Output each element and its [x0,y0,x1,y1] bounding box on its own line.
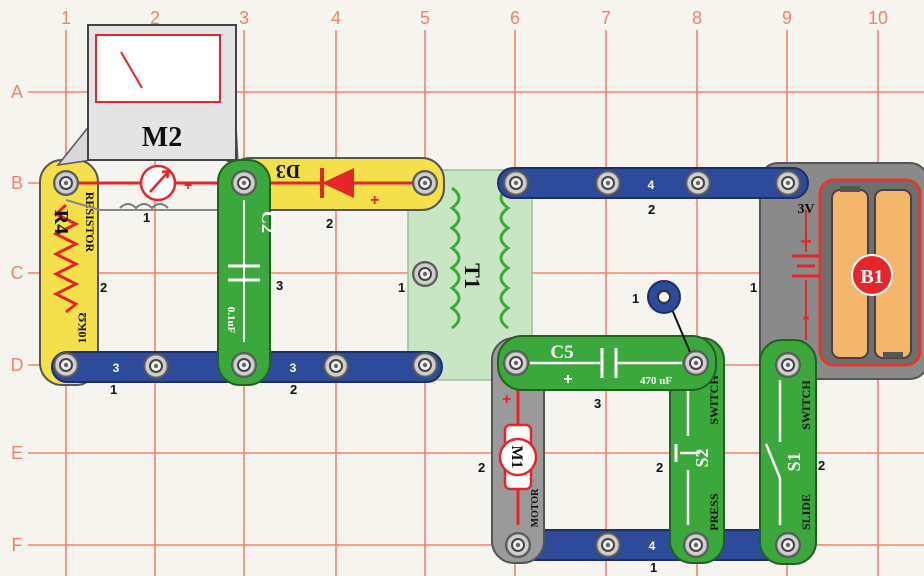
meter-level: 1 [143,210,150,225]
resistor-label: R4 [50,210,72,234]
battery-voltage: 3V [797,202,814,217]
svg-text:1: 1 [680,293,686,305]
svg-text:+: + [184,177,192,193]
jumper-level: 1 [632,291,639,306]
grid-column-label: 6 [510,8,520,28]
wire-f4-length: 4 [649,539,656,553]
grid-column-label: 2 [150,8,160,28]
grid-column-label: 3 [239,8,249,28]
resistor-value: 10KΩ [75,312,89,343]
jumper-snap[interactable]: 1 1 [632,280,691,353]
diode-label: D3 [276,160,300,182]
grid-row-label: C [11,263,24,283]
diode-plus: + [370,192,379,209]
grid-row-label: F [12,535,23,555]
capacitor-c2[interactable]: C2 0.1uF 3 [217,159,283,386]
grid-row-label: A [11,82,23,102]
c5-level: 3 [594,396,601,411]
wire-b4-length: 4 [648,178,655,192]
wire-d3-right-length: 3 [290,361,297,375]
battery-badge [851,254,893,296]
resistor-level: 2 [100,280,107,295]
slide-switch-s1[interactable]: S1 SLIDE SWITCH 2 [759,339,825,565]
grid-column-label: 4 [331,8,341,28]
motor-plus: + [502,391,511,408]
grid-column-label: 1 [61,8,71,28]
meter-label: M2 [142,122,182,153]
battery-b1[interactable]: B1 3V + - 1 [750,162,924,380]
wire-b4-level: 2 [648,202,655,217]
slide-switch-icon [764,443,782,479]
s1-type2: SWITCH [799,380,813,430]
transformer-level: 1 [398,280,405,295]
grid-column-label: 9 [782,8,792,28]
motor-level: 2 [478,460,485,475]
s1-type: SLIDE [799,494,813,530]
transformer-label: T1 [460,263,485,289]
resistor-zigzag-icon [52,203,80,314]
s2-label: S2 [692,448,712,467]
diode-symbol-icon [322,168,354,198]
battery-label: B1 [860,266,883,288]
grid-column-label: 10 [868,8,888,28]
grid-row-label: B [11,173,23,193]
c5-value: 470 uF [640,375,672,387]
resistor-r4[interactable]: R4 RESISTOR 10KΩ 2 [39,159,107,386]
wire-d3-left-length: 3 [113,361,120,375]
s2-type2: SWITCH [707,375,721,425]
c2-label: C2 [258,211,278,233]
motor-m1[interactable]: M1 + MOTOR 2 [478,337,545,564]
s1-level: 2 [818,458,825,473]
grid-column-label: 7 [601,8,611,28]
c2-level: 3 [276,278,283,293]
c2-value: 0.1uF [225,307,237,334]
wire-b4[interactable]: 4 2 [497,167,809,217]
grid-column-label: 8 [692,8,702,28]
diode-d3[interactable]: + D3 2 [227,157,445,231]
diode-level: 2 [326,216,333,231]
resistor-type: RESISTOR [83,192,97,253]
capacitor-c5[interactable]: C5 + 470 uF 3 [497,335,717,411]
c5-label: C5 [550,342,573,363]
battery-symbol-icon [792,210,820,340]
s2-type: PRESS [707,493,721,531]
grid-row-label: D [11,355,24,375]
grid-row-label: E [11,443,23,463]
s2-level: 2 [656,460,663,475]
s1-label: S1 [784,452,804,471]
wire-f4-level: 1 [650,560,657,575]
motor-type: MOTOR [530,488,541,527]
wire-d3-right-level: 2 [290,382,297,397]
battery-level: 1 [750,280,757,295]
grid-column-label: 5 [420,8,430,28]
motor-label: M1 [508,445,525,468]
meter-m2[interactable]: + 1 M2 [56,24,242,225]
wire-d3-left-level: 1 [110,382,117,397]
c5-plus: + [563,371,572,388]
